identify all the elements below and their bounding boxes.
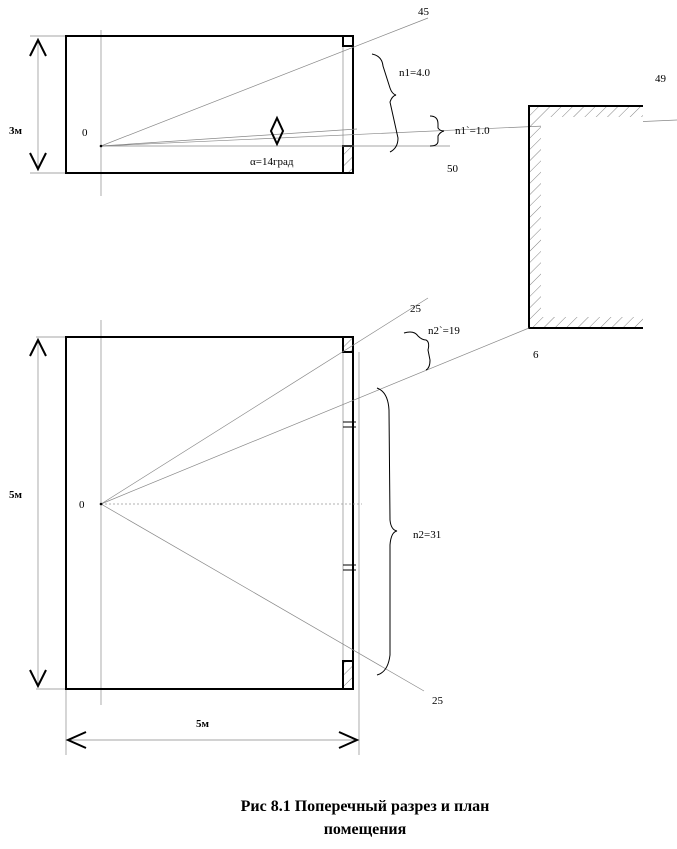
height-label: 3м xyxy=(9,125,23,137)
ray-label-50: 50 xyxy=(447,163,459,175)
building-interior xyxy=(541,117,643,317)
arrow-right-icon xyxy=(338,731,360,749)
n2-prime-label: n2`=19 xyxy=(428,325,460,337)
origin-point xyxy=(99,144,103,148)
n2-label: n2=31 xyxy=(413,529,441,541)
brace-n2-prime xyxy=(403,331,431,371)
arrow-down-icon xyxy=(29,152,47,172)
ray-label-25-bottom: 25 xyxy=(432,695,444,707)
ray-6 xyxy=(100,327,530,505)
pier-top xyxy=(342,336,354,353)
floor-plan: 25 25 n2`=19 n2=31 0 5м 5м xyxy=(9,297,530,755)
building-outline xyxy=(528,105,643,329)
width-label: 5м xyxy=(196,718,210,730)
ray-25-bottom xyxy=(100,503,425,692)
angle-label: α=14град xyxy=(250,156,294,168)
arrow-up-icon xyxy=(29,337,47,357)
height-label: 5м xyxy=(9,489,23,501)
arrow-left-icon xyxy=(65,731,87,749)
brace-n2 xyxy=(376,387,398,676)
ray-label-25-top: 25 xyxy=(410,303,422,315)
n1-label: n1=4.0 xyxy=(399,67,430,79)
arrow-down-icon xyxy=(29,669,47,689)
ray-label-49: 49 xyxy=(655,73,667,85)
window-sill xyxy=(342,145,354,174)
caption-line-2: помещения xyxy=(323,821,407,838)
brace-n1 xyxy=(371,53,399,153)
n1-prime-label: n1`=1.0 xyxy=(455,125,490,137)
ray-25-top xyxy=(100,297,429,505)
ray-label-45: 45 xyxy=(418,6,430,18)
pier-bottom xyxy=(342,660,354,690)
origin-label: 0 xyxy=(79,499,85,511)
building-label: 6 xyxy=(533,349,539,361)
brace-n1-prime xyxy=(429,115,445,147)
room-section xyxy=(65,35,354,174)
arrow-up-icon xyxy=(29,37,47,57)
ray-mid xyxy=(100,128,358,147)
room-plan xyxy=(65,336,354,690)
caption-line-1: Рис 8.1 Поперечный разрез и план xyxy=(240,798,490,815)
origin-label: 0 xyxy=(82,127,88,139)
origin-point xyxy=(99,502,103,506)
opposing-building: 6 xyxy=(528,105,643,361)
window-lintel xyxy=(342,35,354,47)
ray-45 xyxy=(100,17,429,147)
diamond-marker-icon xyxy=(269,115,285,147)
